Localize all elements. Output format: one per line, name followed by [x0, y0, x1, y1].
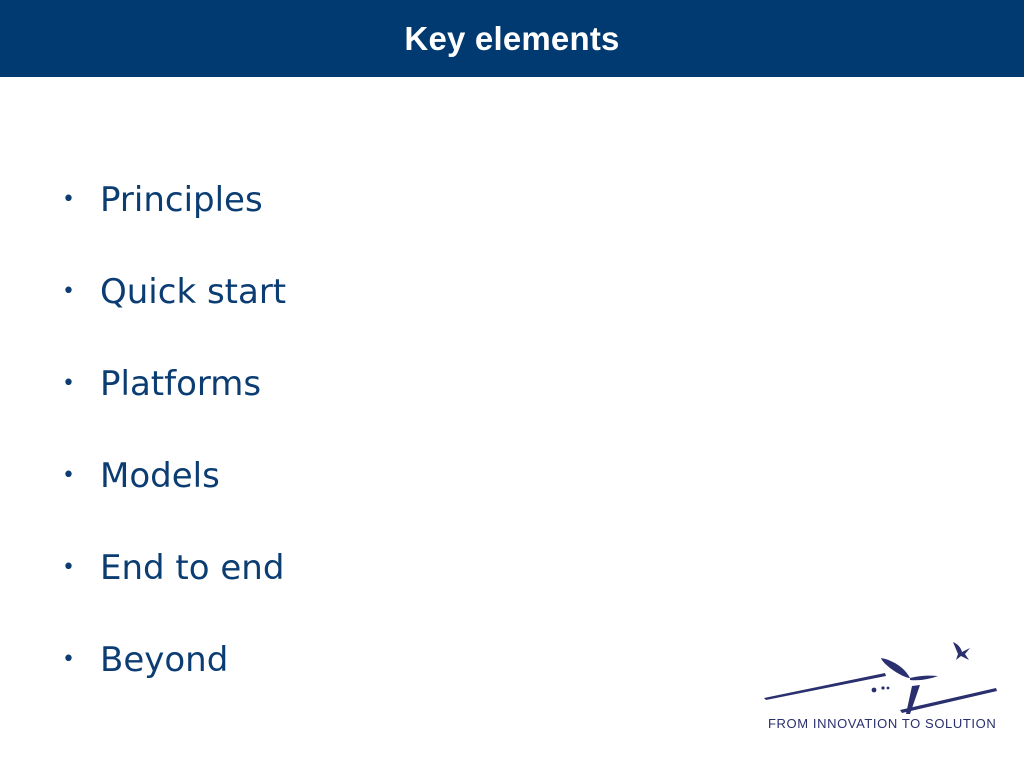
bullet-list: • Principles • Quick start • Platforms •…: [62, 174, 286, 726]
bullet-dot: •: [62, 555, 75, 580]
bullet-dot: •: [62, 371, 75, 396]
bullet-text: Platforms: [100, 364, 262, 404]
title-bar: Key elements: [0, 0, 1024, 77]
tagline: FROM INNOVATION TO SOLUTION: [768, 716, 997, 731]
bullet-dot: •: [62, 187, 75, 212]
bullet-item: • Platforms: [62, 358, 286, 450]
bird-logo-icon: [764, 642, 997, 714]
bullet-item: • Quick start: [62, 266, 286, 358]
bullet-text: Quick start: [100, 272, 287, 312]
bullet-item: • Principles: [62, 174, 286, 266]
bullet-item: • Beyond: [62, 634, 286, 726]
bullet-text: End to end: [100, 548, 285, 588]
bullet-item: • End to end: [62, 542, 286, 634]
bullet-dot: •: [62, 463, 75, 488]
bullet-text: Models: [100, 456, 220, 496]
bullet-text: Principles: [100, 180, 263, 220]
slide-title: Key elements: [404, 19, 620, 57]
bullet-item: • Models: [62, 450, 286, 542]
bullet-text: Beyond: [100, 640, 229, 680]
bullet-dot: •: [62, 647, 75, 672]
bullet-dot: •: [62, 279, 75, 304]
